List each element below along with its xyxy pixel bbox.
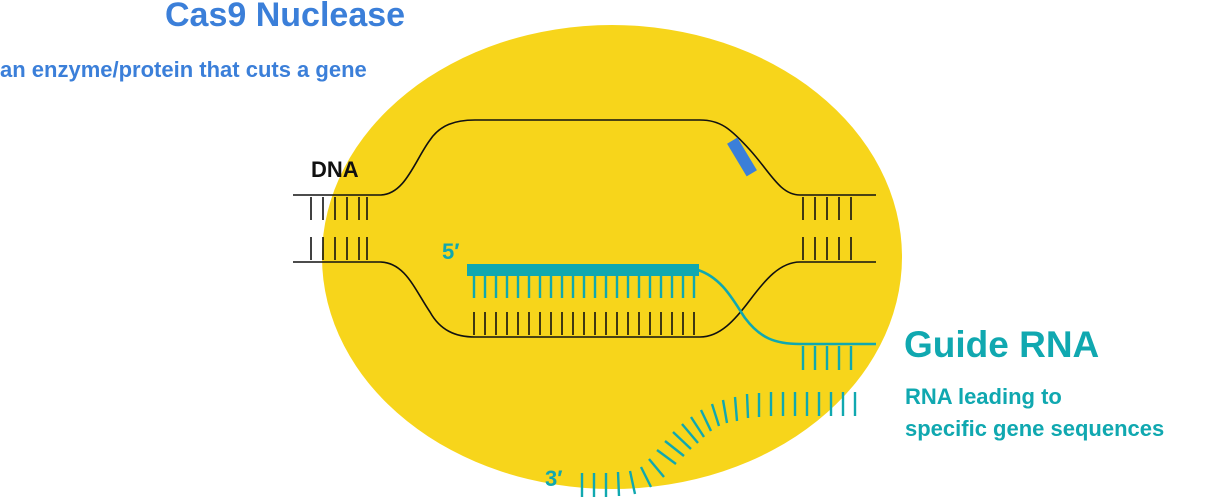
- guide-rna-strand: [467, 264, 876, 497]
- dna-label: DNA: [311, 157, 359, 182]
- guide-rna-arc-base: [689, 416, 706, 438]
- guide-rna-arc-base: [710, 403, 721, 427]
- guide-rna-arc-base: [639, 466, 653, 488]
- cut-site-marker: [727, 137, 757, 177]
- guide-rna-tail: [697, 268, 876, 346]
- five-prime-label: 5′: [442, 239, 460, 264]
- guide-rna-arc-base: [721, 399, 729, 424]
- guide-rna-arc-base: [672, 431, 692, 450]
- dna-bottom-strand: [293, 261, 876, 338]
- cas9-enzyme-ellipse: [322, 25, 902, 489]
- guide-rna-arc-base: [648, 458, 665, 478]
- subtitle: an enzyme/protein that cuts a gene: [0, 57, 367, 82]
- guide-rna-description-line2: specific gene sequences: [905, 416, 1165, 441]
- guide-rna-arc-base: [664, 440, 685, 457]
- guide-rna-arc-base: [616, 471, 621, 497]
- three-prime-label: 3′: [545, 466, 563, 491]
- guide-rna-title: Guide RNA: [904, 324, 1100, 365]
- dna-top-strand: [293, 119, 876, 196]
- guide-rna-arc-base: [628, 470, 637, 495]
- guide-rna-arc-base: [733, 396, 739, 422]
- guide-rna-bar: [467, 264, 699, 276]
- dna-base-pairs: [310, 197, 852, 335]
- guide-rna-description-line1: RNA leading to: [905, 384, 1062, 409]
- dna-double-helix: [293, 119, 876, 338]
- title: Cas9 Nuclease: [165, 0, 406, 34]
- guide-rna-arc-base: [681, 423, 699, 444]
- guide-rna-arc-base: [745, 393, 750, 419]
- guide-rna-arc-base: [656, 449, 677, 465]
- guide-rna-arc-base: [699, 409, 713, 432]
